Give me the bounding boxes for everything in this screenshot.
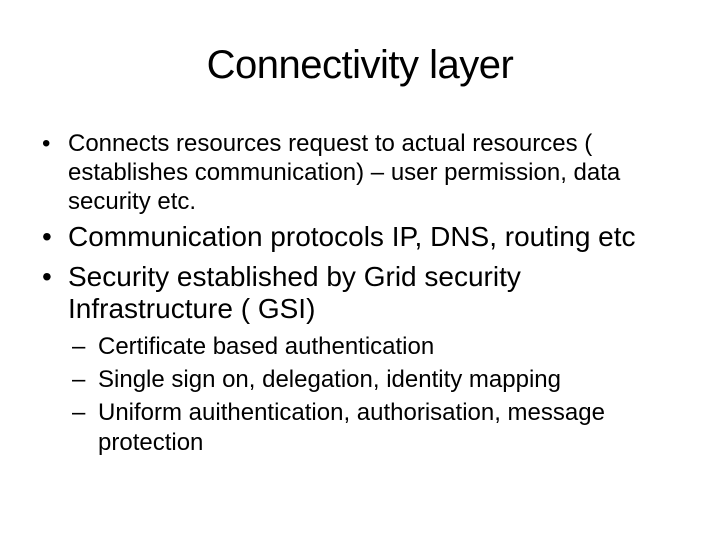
bullet-item-connects: • Connects resources request to actual r… (40, 129, 680, 216)
bullet-dot-icon: • (42, 130, 51, 157)
bullet-item-communication: • Communication protocols IP, DNS, routi… (40, 221, 680, 253)
bullet-text: Connects resources request to actual res… (68, 129, 680, 216)
sub-bullet-text: Certificate based authentication (98, 332, 680, 362)
bullet-line: Infrastructure ( GSI) (68, 293, 316, 324)
bullet-text: Security established by Grid security In… (68, 261, 680, 325)
slide-body: • Connects resources request to actual r… (40, 129, 680, 461)
sub-bullet-line: Single sign on, delegation, identity map… (98, 366, 561, 393)
bullet-line: Communication protocols IP, DNS, routing… (68, 221, 636, 252)
bullet-line: Security established by Grid security (68, 261, 521, 292)
bullet-item-security: • Security established by Grid security … (40, 261, 680, 325)
sub-bullet-item-uniform: – Uniform auithentication, authorisation… (72, 398, 680, 458)
sub-bullet-list: – Certificate based authentication – Sin… (40, 332, 680, 458)
dash-icon: – (72, 333, 86, 360)
bullet-line: establishes communication) – user permis… (68, 159, 621, 186)
bullet-dot-icon: • (42, 261, 52, 292)
bullet-dot-icon: • (42, 221, 52, 252)
sub-bullet-line: protection (98, 429, 204, 456)
sub-bullet-item-certificate: – Certificate based authentication (72, 332, 680, 362)
sub-bullet-line: Certificate based authentication (98, 333, 435, 360)
dash-icon: – (72, 366, 86, 393)
sub-bullet-text: Single sign on, delegation, identity map… (98, 365, 680, 395)
slide-title: Connectivity layer (206, 43, 514, 87)
bullet-text: Communication protocols IP, DNS, routing… (68, 221, 680, 253)
sub-bullet-line: Uniform auithentication, authorisation, … (98, 399, 605, 426)
bullet-line: Connects resources request to actual res… (68, 130, 593, 157)
bullet-line: security etc. (68, 188, 197, 215)
sub-bullet-item-single-sign-on: – Single sign on, delegation, identity m… (72, 365, 680, 395)
sub-bullet-text: Uniform auithentication, authorisation, … (98, 398, 680, 458)
dash-icon: – (72, 399, 86, 426)
